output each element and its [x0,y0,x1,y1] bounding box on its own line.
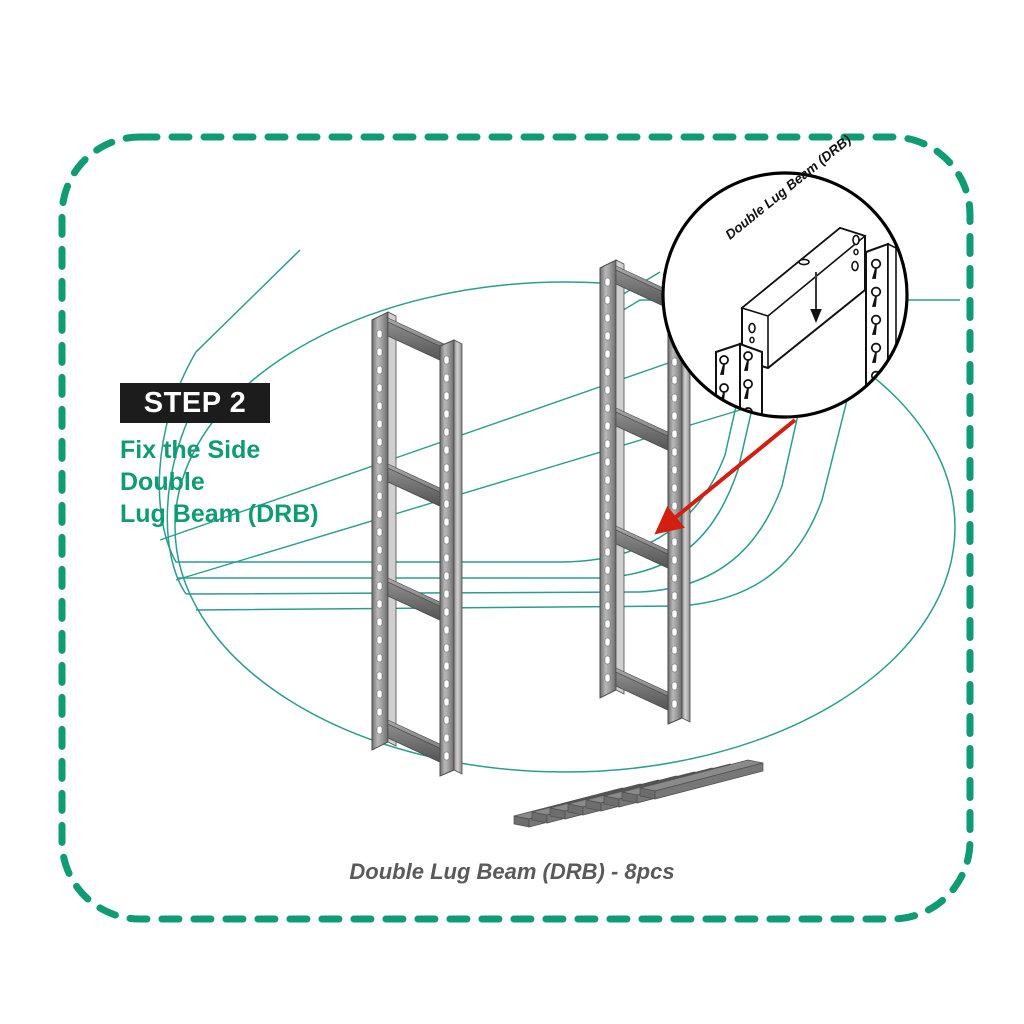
parts-bundle-caption: Double Lug Beam (DRB) - 8pcs [349,859,675,884]
magnifier-detail-circle: Double Lug Beam (DRB) [661,132,909,419]
dashed-page-border [58,133,974,923]
rack-post [599,259,625,699]
rack-post [371,311,397,751]
step-description: Fix the Side Double Lug Beam (DRB) [120,436,319,528]
rack-beam [615,265,673,311]
red-arrow-icon [654,418,797,535]
teal-guide-ellipse [174,281,956,773]
parts-bundle-8-beams [513,759,764,828]
step-badge: STEP 2 [120,383,270,423]
keyhole-slots [671,303,678,709]
step-badge-label: STEP 2 [143,386,247,419]
rack-beam [387,719,445,765]
keyhole-slots [604,277,611,683]
detail-post-right [865,242,897,414]
keyhole-slots [443,355,450,761]
rack-beam [387,577,445,623]
keyhole-slots [376,329,383,735]
rack-post [439,339,463,777]
detail-post-left [715,342,763,417]
rack-beam [615,667,673,713]
left-rack-frame [371,311,463,777]
